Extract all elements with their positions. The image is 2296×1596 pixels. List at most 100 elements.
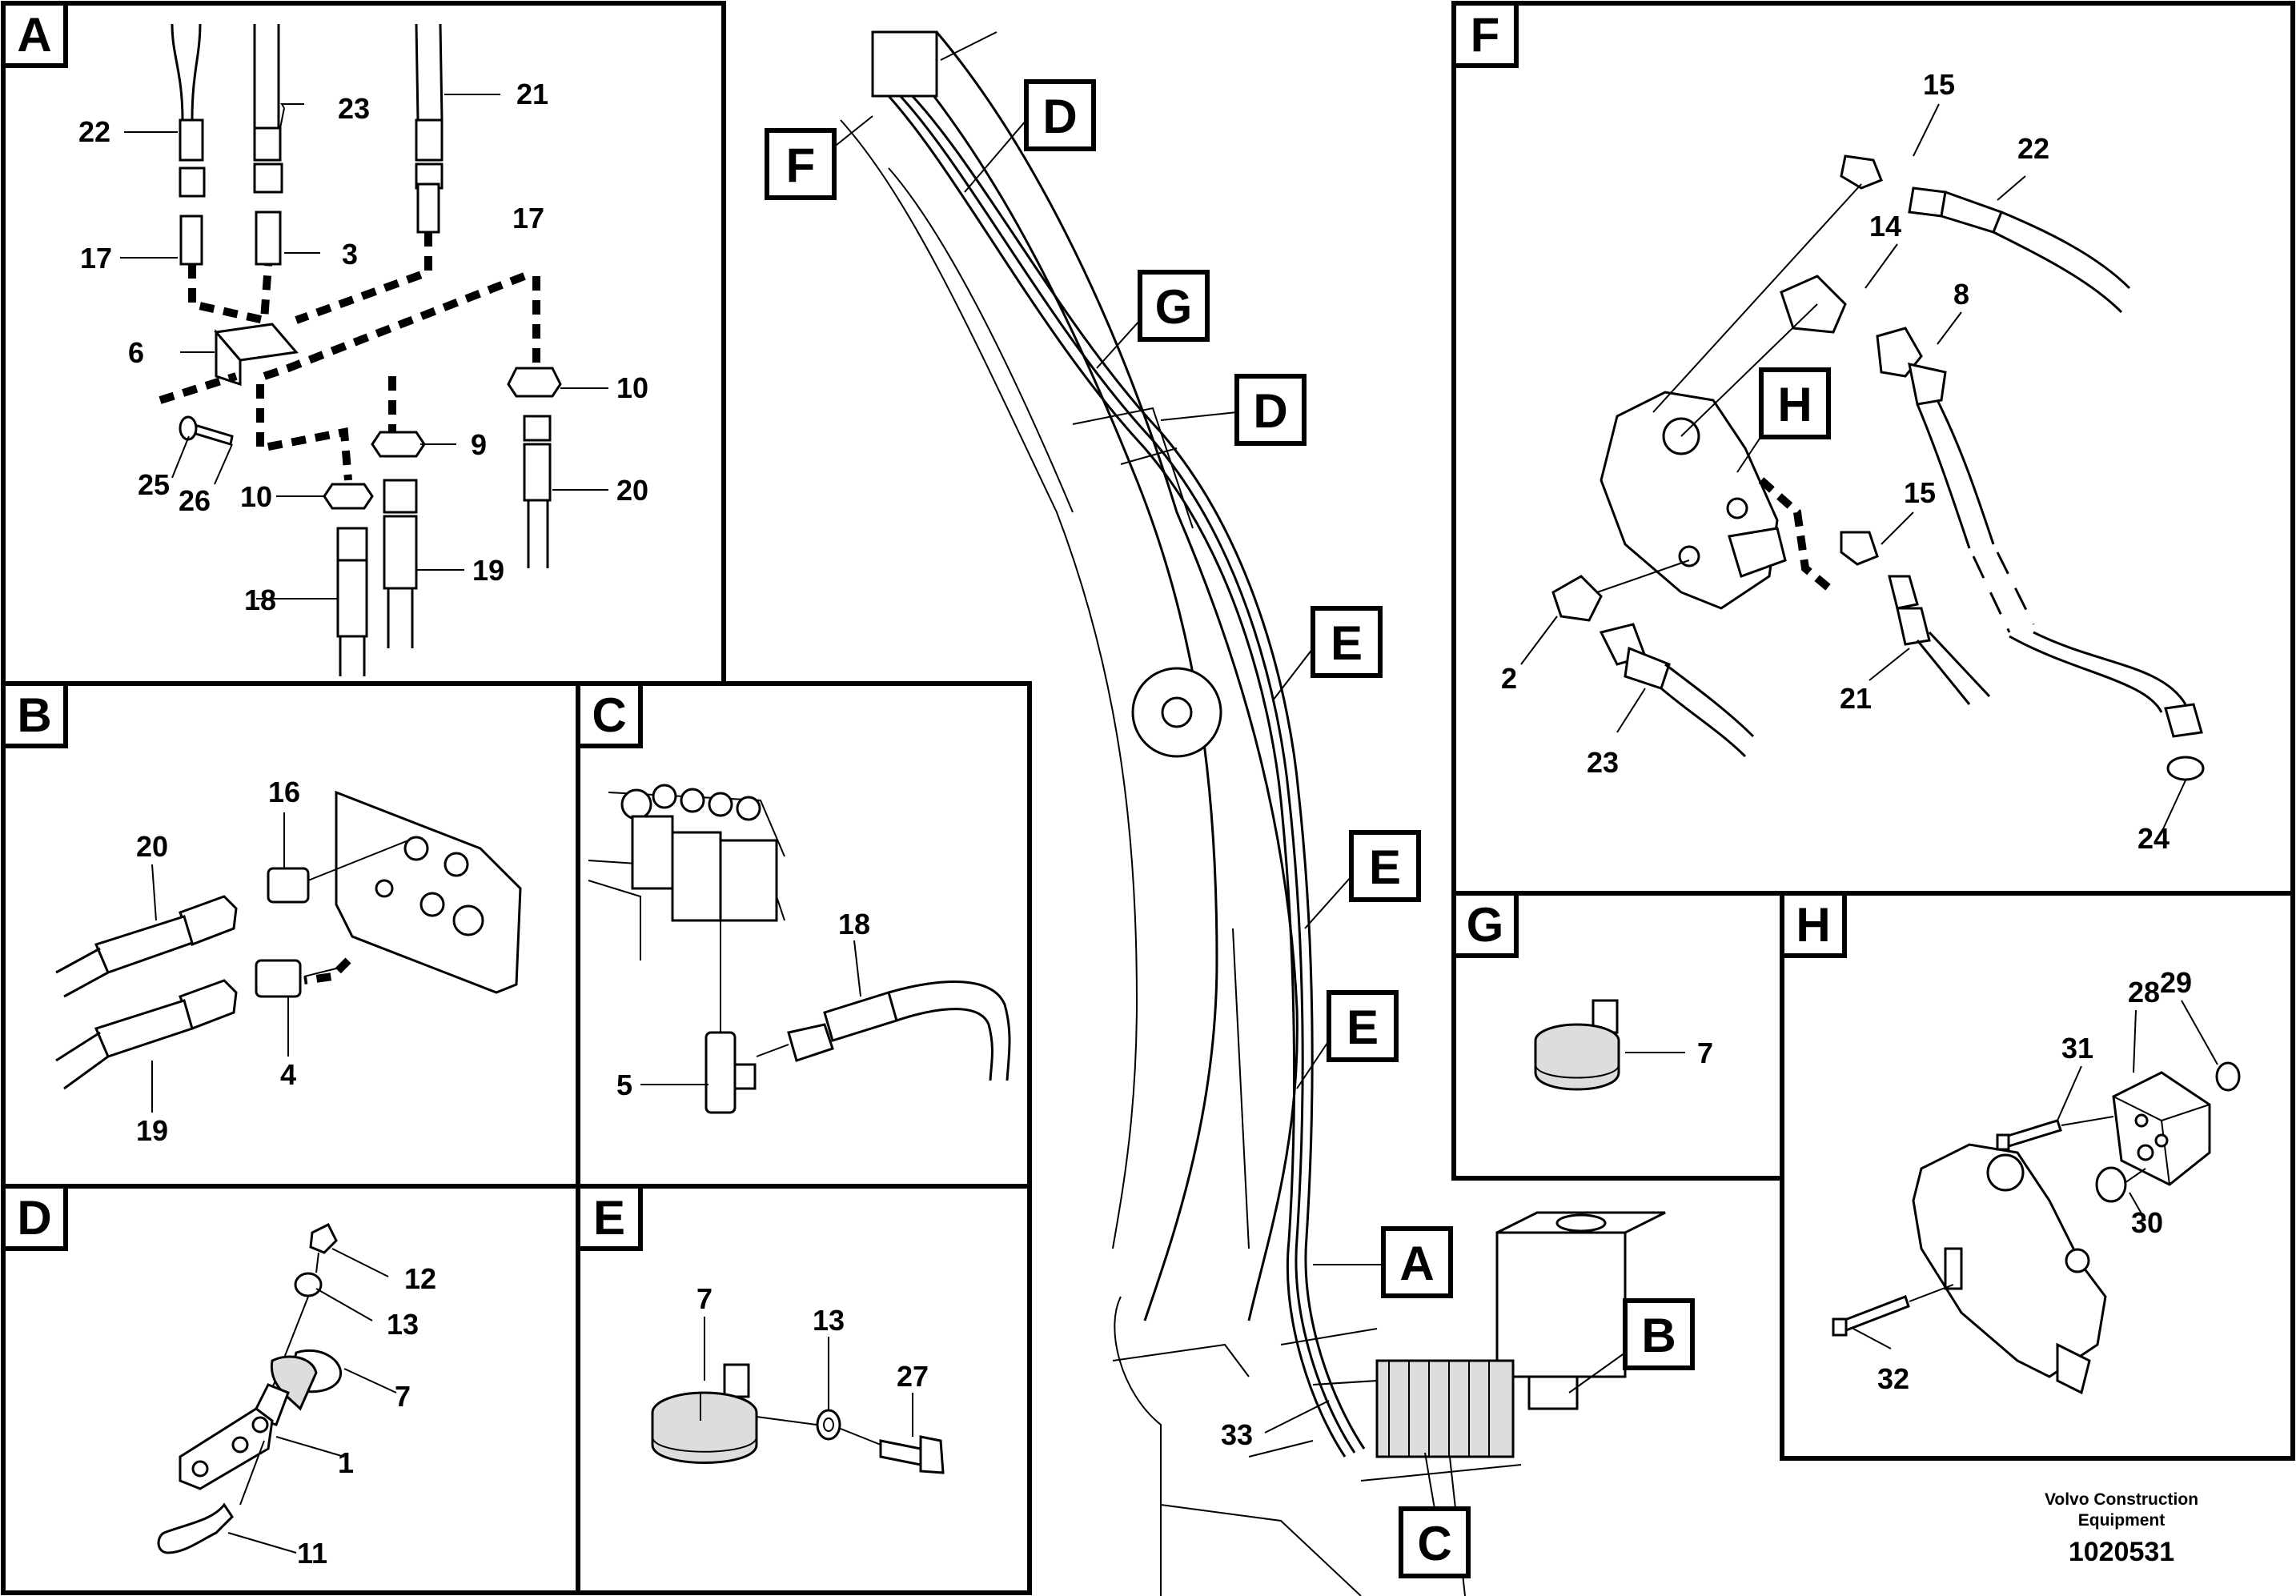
mcv-sections — [1388, 1361, 1490, 1457]
hose-24-lower — [2009, 631, 2187, 713]
panel-f-leaders — [1520, 103, 2186, 833]
route-dash-5 — [256, 384, 352, 481]
plate-b-main — [1527, 1375, 1579, 1410]
main-tag-g-leader — [1096, 319, 1141, 369]
tee-hose-link — [756, 1044, 789, 1057]
panel-b-label: B — [17, 688, 51, 742]
bracket-1-hole-b — [231, 1436, 249, 1454]
callout-7-d: 7 — [395, 1380, 411, 1413]
panel-e-label: E — [593, 1191, 625, 1245]
main-tag-d1: D — [1042, 90, 1077, 143]
panel-g-label: G — [1467, 898, 1504, 952]
hose-19 — [387, 588, 414, 648]
callout-24: 24 — [2137, 822, 2170, 855]
main-tag-b-leader — [1568, 1352, 1626, 1393]
nut-10-right — [507, 367, 562, 398]
callout-18: 18 — [244, 583, 276, 616]
route-dash-2 — [295, 232, 432, 324]
panel-b-tag-box — [1, 681, 68, 748]
hose-21 — [415, 23, 444, 121]
valve-section-0 — [631, 815, 674, 890]
route-dash-3 — [260, 272, 526, 384]
panel-h-tag-box — [1780, 891, 1847, 958]
screw-31-head — [1996, 1133, 2010, 1151]
main-tag-e2-box — [1349, 830, 1421, 902]
main-tag-b: B — [1641, 1309, 1676, 1362]
valve-body-f — [1600, 391, 1779, 610]
bracket-axis — [239, 1440, 265, 1506]
main-view: F D G D E E E A B C 33 — [765, 30, 1695, 1596]
panel-e-leaders — [704, 1317, 913, 1437]
clamp-7-e-tab — [723, 1363, 750, 1398]
oring-30 — [2095, 1166, 2127, 1203]
panel-c-leaders — [640, 940, 861, 1085]
panel-a: A — [1, 1, 726, 686]
callout-17-right: 17 — [512, 202, 544, 235]
adapter-3 — [255, 211, 282, 266]
hose-19-ferrule-b — [94, 999, 194, 1058]
nut-9 — [371, 431, 426, 458]
bolt-27-shank — [879, 1439, 922, 1466]
top-valve-block — [871, 30, 938, 98]
hose-18-ferrule — [336, 559, 368, 638]
callout-11: 11 — [297, 1537, 327, 1570]
main-tag-g-box — [1138, 270, 1210, 342]
callout-2: 2 — [1501, 662, 1517, 695]
drawing-number: 1020531 — [2069, 1537, 2174, 1567]
hose-19-nut — [383, 479, 418, 514]
main-tag-c-leader — [1424, 1452, 1435, 1510]
callout-17-left: 17 — [80, 242, 112, 275]
callout-10-left: 10 — [240, 480, 272, 513]
callout-5: 5 — [616, 1069, 632, 1101]
panel-c-tag-box — [576, 681, 643, 748]
panel-g: G 7 — [1451, 891, 1784, 1181]
boom-detail-lines — [840, 119, 1250, 1249]
callout-28: 28 — [2128, 976, 2160, 1009]
seal-24 — [2166, 756, 2205, 781]
valve-port-f-3 — [1678, 545, 1700, 567]
main-tag-b-box — [1623, 1298, 1695, 1370]
hose-23-f — [1660, 663, 1755, 758]
valve-body-h — [1912, 1143, 2107, 1378]
main-tag-c-box — [1399, 1506, 1471, 1578]
hose-21-ferrule — [415, 118, 444, 162]
panel-b: B 16 20 4 19 — [1, 681, 580, 1189]
port-c-4 — [708, 792, 733, 817]
washer-13-e — [816, 1409, 841, 1441]
callout-14: 14 — [1869, 210, 1901, 243]
fitting-16 — [267, 867, 310, 904]
fitting-4 — [255, 959, 302, 998]
main-tag-e1: E — [1331, 616, 1363, 670]
hose-22-nut-f — [1908, 186, 1947, 218]
main-tag-c: C — [1417, 1517, 1451, 1570]
plate-hole-2 — [444, 852, 469, 877]
main-tag-e1-leader — [1272, 648, 1314, 701]
oring-29 — [2215, 1061, 2241, 1092]
main-tag-e3: E — [1347, 1001, 1379, 1054]
tank-cap — [1555, 1213, 1607, 1233]
hose-20-nut — [523, 415, 552, 442]
hose-23-ferrule — [253, 126, 282, 162]
cover-28-hole-2 — [2154, 1133, 2169, 1148]
callout-33: 33 — [1221, 1418, 1253, 1451]
caption: Volvo Construction Equipment 1020531 — [2045, 1490, 2198, 1567]
main-tag-g: G — [1155, 280, 1193, 334]
port-c-2 — [652, 784, 677, 809]
boom-outline — [879, 30, 1299, 1321]
caption-brand-line1: Volvo Construction — [2045, 1490, 2198, 1509]
plate-hole-4 — [419, 892, 445, 917]
panel-a-leaders — [120, 94, 608, 600]
panel-c-label: C — [592, 688, 626, 742]
panel-f-label: F — [1471, 8, 1500, 62]
panel-e-tag-box — [576, 1184, 643, 1251]
callout-22: 22 — [78, 115, 110, 148]
elbow-2-axis — [1596, 559, 1690, 593]
valve-port-h-2 — [2065, 1248, 2090, 1273]
tank-body — [1495, 1231, 1627, 1378]
main-tag-a: A — [1399, 1237, 1434, 1290]
route-dash-1 — [188, 263, 272, 326]
panel-f-tag-box — [1451, 1, 1519, 68]
hose-bundle — [887, 86, 1366, 1458]
port-c-5 — [736, 796, 761, 821]
panel-h: H 28 29 31 30 32 — [1780, 891, 2295, 1461]
